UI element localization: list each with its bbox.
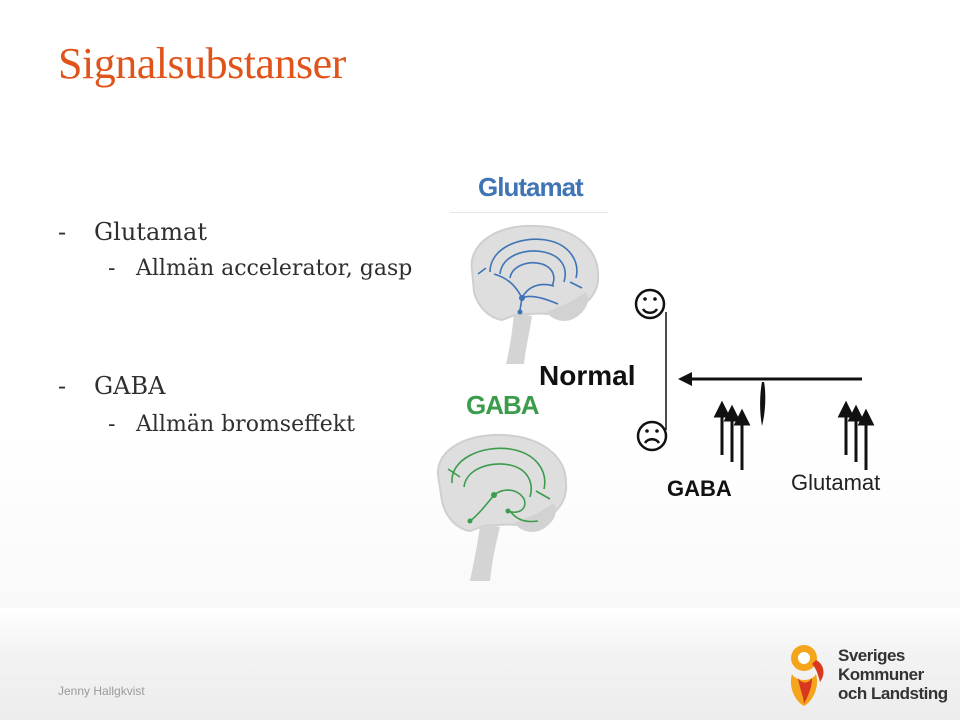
sub-bullet-glutamat: -Allmän accelerator, gasp <box>108 256 412 281</box>
glutamat-brain-image <box>450 212 608 364</box>
bullet-text: Allmän accelerator, gasp <box>136 256 413 281</box>
gaba-brain-label: GABA <box>466 390 540 420</box>
bullet-text: Allmän bromseffekt <box>136 412 355 437</box>
skl-logo-icon <box>790 645 824 706</box>
smiley-sad-icon <box>636 420 668 452</box>
balance-pin <box>760 382 766 426</box>
logo-text: Sveriges Kommuner och Landsting <box>838 646 948 703</box>
bullet-text: GABA <box>94 372 166 400</box>
bullet-dash: - <box>58 372 67 400</box>
bullet-text: Glutamat <box>94 218 207 246</box>
normal-arrow-head <box>678 372 692 386</box>
logo-line: och Landsting <box>838 684 948 703</box>
bullet-gaba: -GABA <box>58 372 165 400</box>
smiley-happy-icon <box>634 288 666 320</box>
glutamat-brain-label: Glutamat <box>478 172 584 202</box>
bullet-dash: - <box>108 412 116 437</box>
bullet-dash: - <box>58 218 67 246</box>
normal-label: Normal <box>539 360 636 391</box>
logo-line: Sveriges <box>838 646 905 665</box>
gaba-arrows <box>713 400 751 470</box>
bullet-glutamat: -Glutamat <box>58 218 207 246</box>
diagram-gaba-label: GABA <box>667 476 732 501</box>
author-name: Jenny Hallgkvist <box>58 684 145 698</box>
sub-bullet-gaba: -Allmän bromseffekt <box>108 412 355 437</box>
glutamat-arrows <box>837 400 875 470</box>
logo-line: Kommuner <box>838 665 924 684</box>
diagram-glutamat-label: Glutamat <box>791 470 881 495</box>
bullet-dash: - <box>108 256 116 281</box>
gaba-brain-image <box>436 433 568 581</box>
slide-title: Signalsubstanser <box>58 39 346 88</box>
